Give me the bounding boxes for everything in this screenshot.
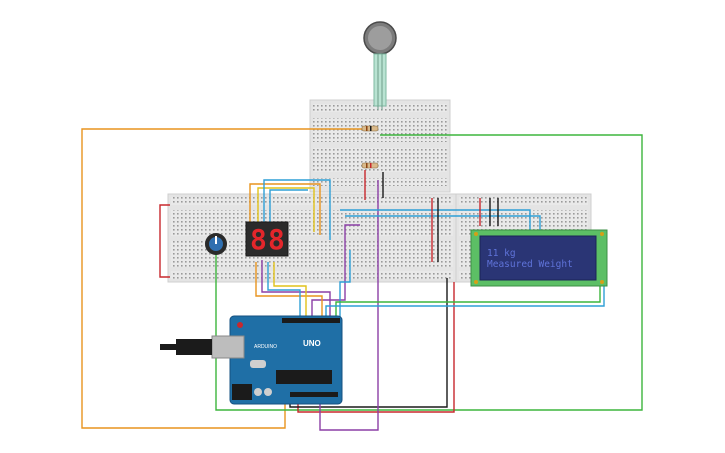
wire-red-left-rail [159, 204, 170, 278]
wire-orange-seg [249, 183, 321, 235]
wire-orange-seg2 [255, 262, 323, 320]
lcd-module [470, 229, 608, 287]
wire-blue-seg2 [269, 189, 308, 225]
wire-blue-seg3 [267, 262, 301, 320]
resistor-top[interactable] [361, 125, 379, 132]
wire-green-lcd [335, 285, 601, 320]
arduino-model-label: UNO [303, 339, 321, 348]
wire-purple-bottom [319, 180, 379, 431]
lcd-line-2: Measured Weight [487, 259, 573, 270]
usb-plug-icon[interactable] [160, 335, 245, 359]
wire-blue-seg1 [263, 179, 331, 240]
potentiometer-icon[interactable] [205, 233, 227, 255]
resistor-mid[interactable] [361, 162, 379, 169]
breadboard-top[interactable] [309, 99, 451, 193]
force-sensor-icon[interactable] [363, 21, 397, 110]
arduino-uno-board[interactable] [229, 315, 343, 405]
wire-blue-lcd2 [345, 215, 541, 230]
wire-blue-lcd1 [340, 209, 531, 230]
seven-segment-digit-1: 8 [250, 223, 267, 256]
wire-purple-2 [311, 224, 360, 320]
seven-segment-display [245, 221, 289, 257]
wire-orange-loop [81, 128, 370, 429]
seven-segment-digit-2: 8 [268, 223, 285, 256]
wire-yellow-seg2 [273, 262, 307, 320]
wire-blue-lcd3 [339, 250, 351, 320]
arduino-brand-label: ARDUINO [254, 344, 278, 350]
lcd-line-1: 11 kg [487, 248, 516, 259]
wire-yellow-seg [257, 187, 315, 232]
wire-blue-lcd4 [325, 285, 605, 320]
